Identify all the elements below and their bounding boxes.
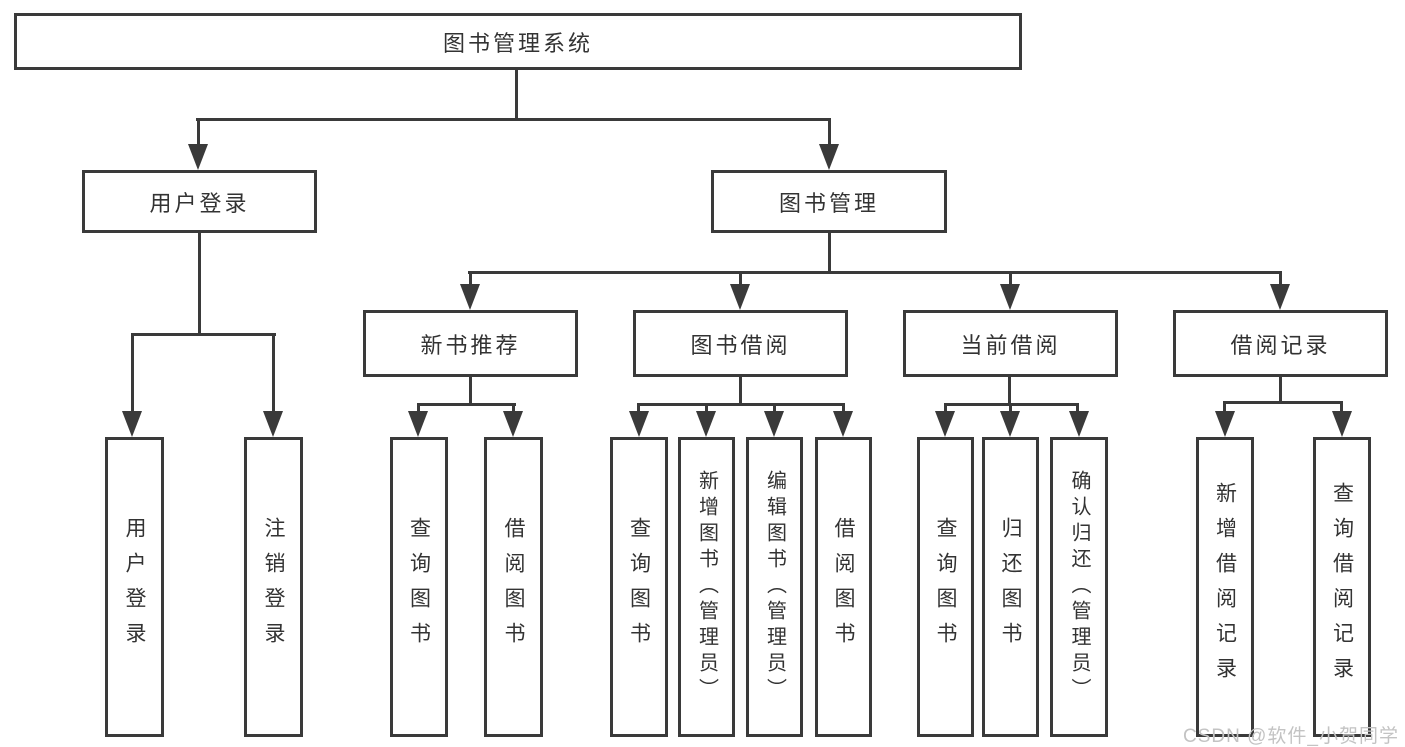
node-add-borrow-record: 新增借阅记录 bbox=[1196, 437, 1254, 737]
connector-line bbox=[417, 403, 516, 406]
node-library-management-system: 图书管理系统 bbox=[14, 13, 1022, 70]
node-leaf-logout: 注销登录 bbox=[244, 437, 303, 737]
node-leaf-user-login: 用户登录 bbox=[105, 437, 164, 737]
node-label: 新增借阅记录 bbox=[1213, 482, 1237, 692]
node-borrow-books-recommend: 借阅图书 bbox=[484, 437, 543, 737]
node-label: 图书借阅 bbox=[690, 332, 791, 358]
node-label: 编辑图书（管理员） bbox=[763, 470, 786, 704]
arrow-down bbox=[263, 411, 283, 437]
node-confirm-return-admin: 确认归还（管理员） bbox=[1050, 437, 1108, 737]
node-label: 借阅图书 bbox=[832, 517, 855, 657]
connector-line bbox=[515, 70, 518, 120]
node-label: 新书推荐 bbox=[420, 332, 521, 358]
node-query-borrow-record: 查询借阅记录 bbox=[1313, 437, 1371, 737]
arrow-down bbox=[1332, 411, 1352, 437]
arrow-down bbox=[503, 411, 523, 437]
connector-line bbox=[197, 118, 200, 148]
connector-line bbox=[1340, 401, 1343, 415]
connector-line bbox=[739, 271, 742, 289]
node-return-books: 归还图书 bbox=[982, 437, 1039, 737]
node-borrow-record: 借阅记录 bbox=[1173, 310, 1388, 377]
connector-line bbox=[1223, 401, 1226, 415]
connector-line bbox=[773, 403, 776, 415]
connector-line bbox=[196, 118, 831, 121]
connector-line bbox=[1279, 271, 1282, 289]
connector-line bbox=[1008, 377, 1011, 406]
node-current-borrow: 当前借阅 bbox=[903, 310, 1118, 377]
connector-line bbox=[944, 403, 947, 415]
arrow-down bbox=[408, 411, 428, 437]
node-query-books-recommend: 查询图书 bbox=[390, 437, 448, 737]
arrow-down bbox=[935, 411, 955, 437]
node-query-books-borrow: 查询图书 bbox=[610, 437, 668, 737]
node-label: 用户登录 bbox=[123, 517, 146, 657]
node-label: 借阅图书 bbox=[502, 517, 525, 657]
node-label: 查询图书 bbox=[407, 517, 431, 657]
connector-line bbox=[705, 403, 708, 415]
arrow-down bbox=[1069, 411, 1089, 437]
connector-line bbox=[131, 333, 134, 415]
node-label: 查询图书 bbox=[934, 517, 957, 657]
connector-line bbox=[1009, 403, 1012, 415]
connector-line bbox=[637, 403, 845, 406]
arrow-down bbox=[1215, 411, 1235, 437]
node-query-books-current: 查询图书 bbox=[917, 437, 974, 737]
connector-line bbox=[1009, 271, 1012, 289]
arrow-down bbox=[460, 284, 480, 310]
arrow-down bbox=[1000, 284, 1020, 310]
arrow-down bbox=[730, 284, 750, 310]
node-label: 图书管理 bbox=[778, 190, 879, 216]
connector-line bbox=[131, 333, 276, 336]
node-add-books-admin: 新增图书（管理员） bbox=[678, 437, 735, 737]
node-label: 注销登录 bbox=[262, 517, 285, 657]
node-new-book-recommend: 新书推荐 bbox=[363, 310, 578, 377]
connector-line bbox=[469, 271, 472, 289]
node-label: 归还图书 bbox=[999, 517, 1022, 657]
watermark: CSDN @软件_小贺同学 bbox=[1183, 726, 1399, 747]
arrow-down bbox=[764, 411, 784, 437]
arrow-down bbox=[629, 411, 649, 437]
connector-line bbox=[1223, 401, 1343, 404]
node-edit-books-admin: 编辑图书（管理员） bbox=[746, 437, 803, 737]
connector-line bbox=[272, 333, 275, 415]
node-label: 用户登录 bbox=[149, 190, 250, 216]
node-label: 查询图书 bbox=[627, 517, 651, 657]
connector-line bbox=[828, 118, 831, 148]
node-borrow-books-borrow: 借阅图书 bbox=[815, 437, 872, 737]
connector-line bbox=[637, 403, 640, 415]
node-user-login: 用户登录 bbox=[82, 170, 317, 233]
connector-line bbox=[468, 271, 1282, 274]
arrow-down bbox=[1270, 284, 1290, 310]
connector-line bbox=[198, 233, 201, 336]
node-label: 图书管理系统 bbox=[442, 30, 593, 56]
node-label: 当前借阅 bbox=[960, 332, 1061, 358]
connector-line bbox=[417, 403, 420, 415]
node-label: 确认归还（管理员） bbox=[1068, 470, 1090, 704]
connector-line bbox=[512, 403, 515, 415]
arrow-down bbox=[122, 411, 142, 437]
node-book-borrow: 图书借阅 bbox=[633, 310, 848, 377]
connector-line bbox=[1279, 377, 1282, 404]
connector-line bbox=[1076, 403, 1079, 415]
connector-line bbox=[469, 377, 472, 406]
node-label: 查询借阅记录 bbox=[1330, 482, 1354, 692]
arrow-down bbox=[696, 411, 716, 437]
arrow-down bbox=[1000, 411, 1020, 437]
node-label: 借阅记录 bbox=[1230, 332, 1331, 358]
connector-line bbox=[842, 403, 845, 415]
connector-line bbox=[739, 377, 742, 406]
arrow-down bbox=[819, 144, 839, 170]
arrow-down bbox=[833, 411, 853, 437]
node-label: 新增图书（管理员） bbox=[695, 470, 718, 704]
arrow-down bbox=[188, 144, 208, 170]
node-book-management: 图书管理 bbox=[711, 170, 947, 233]
connector-line bbox=[828, 233, 831, 274]
